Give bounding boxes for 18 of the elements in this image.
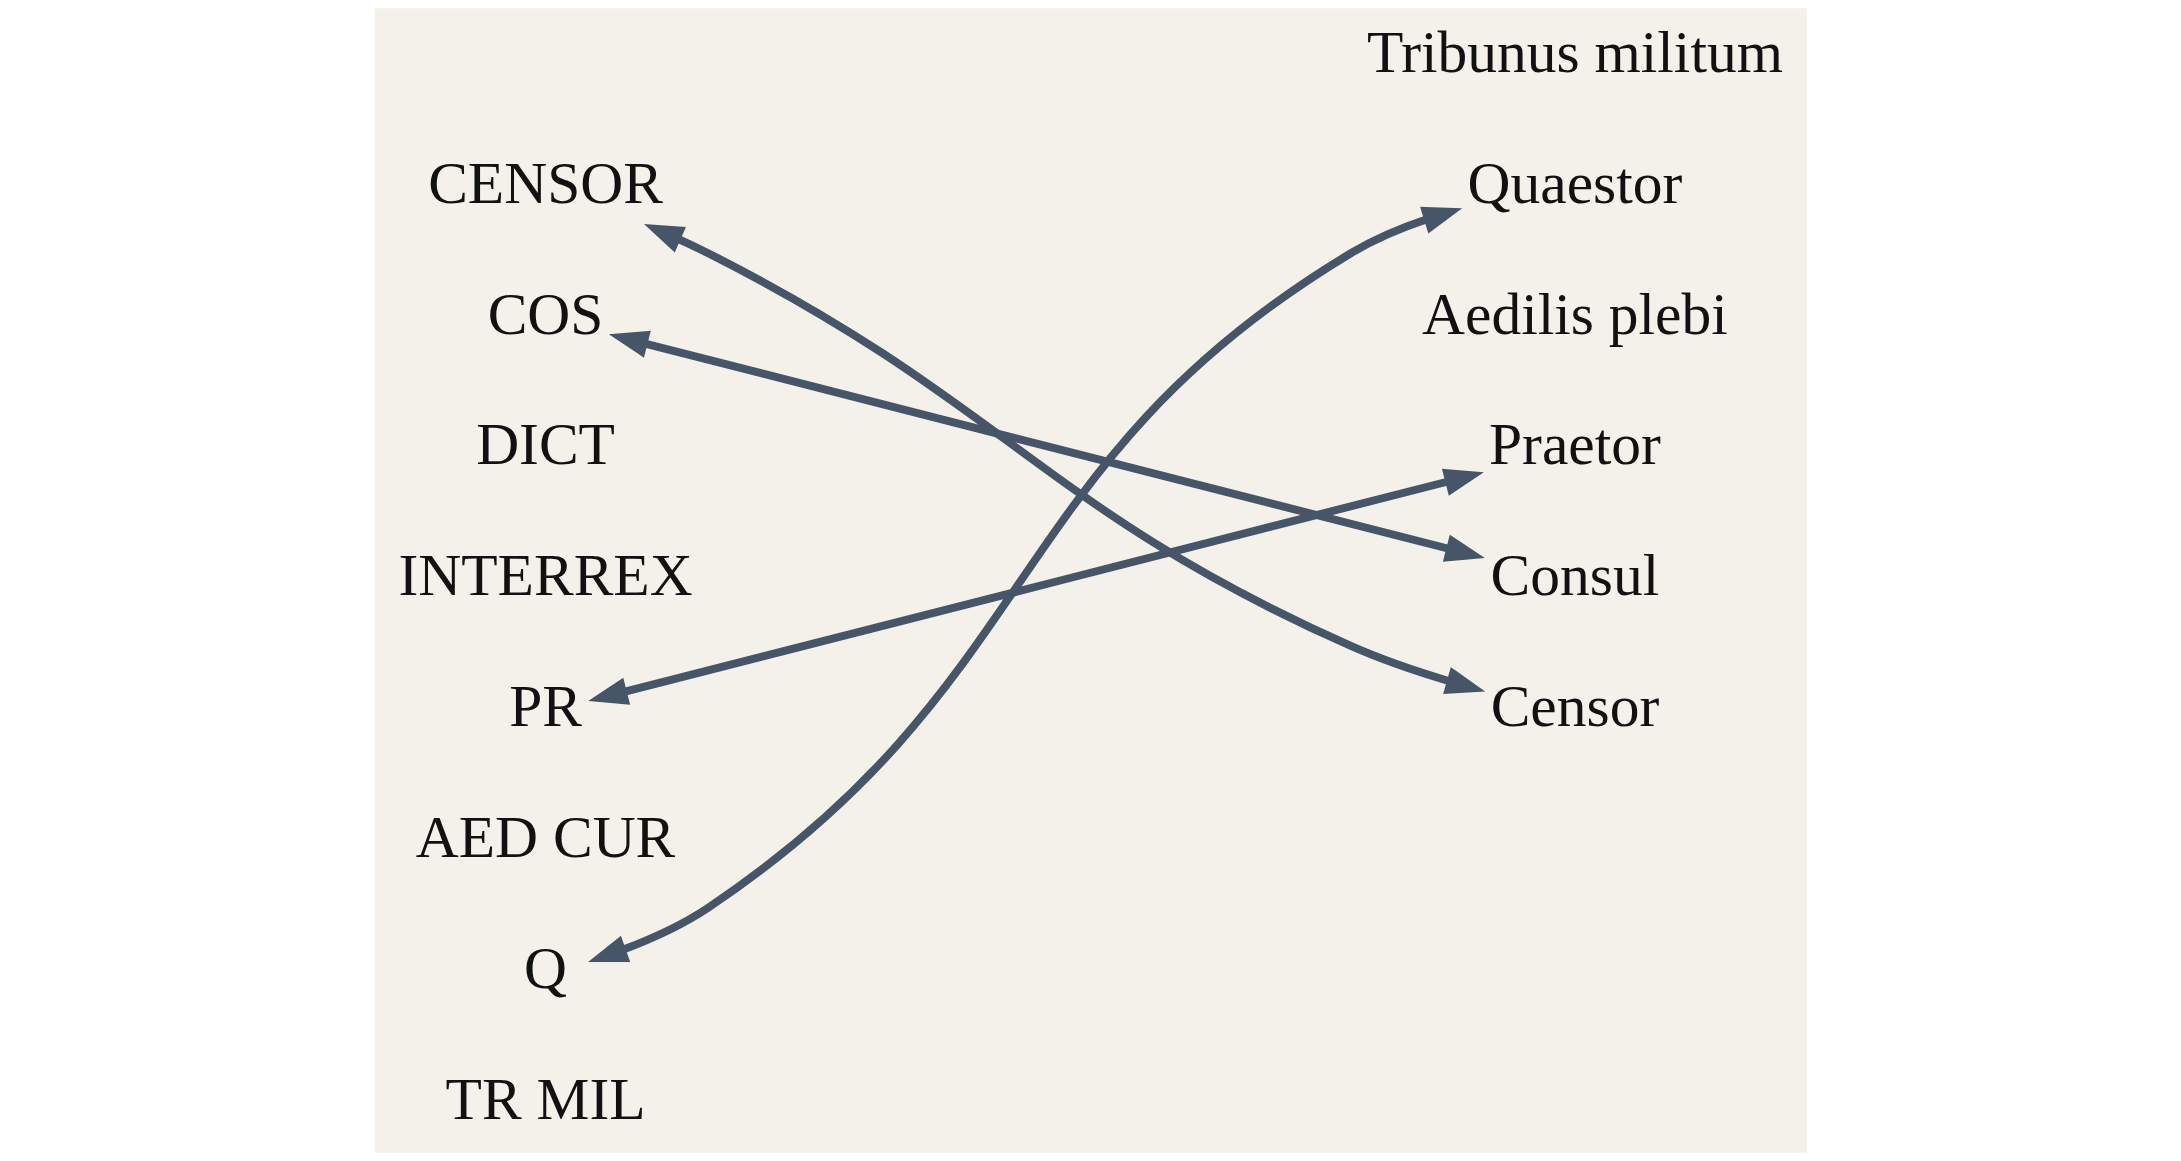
node-text: Censor <box>1490 673 1659 740</box>
node-text: Consul <box>1490 542 1659 609</box>
node-text: Tribunus militum <box>1366 18 1783 85</box>
node-text: Q <box>523 935 567 1002</box>
arrow <box>587 206 1462 963</box>
node-text: PR <box>508 673 582 740</box>
node-text: AED CUR <box>415 804 675 871</box>
node-text: Praetor <box>1488 411 1661 478</box>
node-text: CENSOR <box>427 149 663 216</box>
node-text: Quaestor <box>1467 149 1682 216</box>
node-text: Aedilis plebi <box>1421 280 1728 347</box>
node-text: INTERREX <box>397 542 693 609</box>
node-text: DICT <box>475 411 615 478</box>
node-text: TR MIL <box>445 1065 646 1132</box>
arrow <box>643 223 1485 694</box>
node-text: COS <box>487 280 603 347</box>
arrow <box>608 330 1485 562</box>
arrow <box>587 468 1484 705</box>
